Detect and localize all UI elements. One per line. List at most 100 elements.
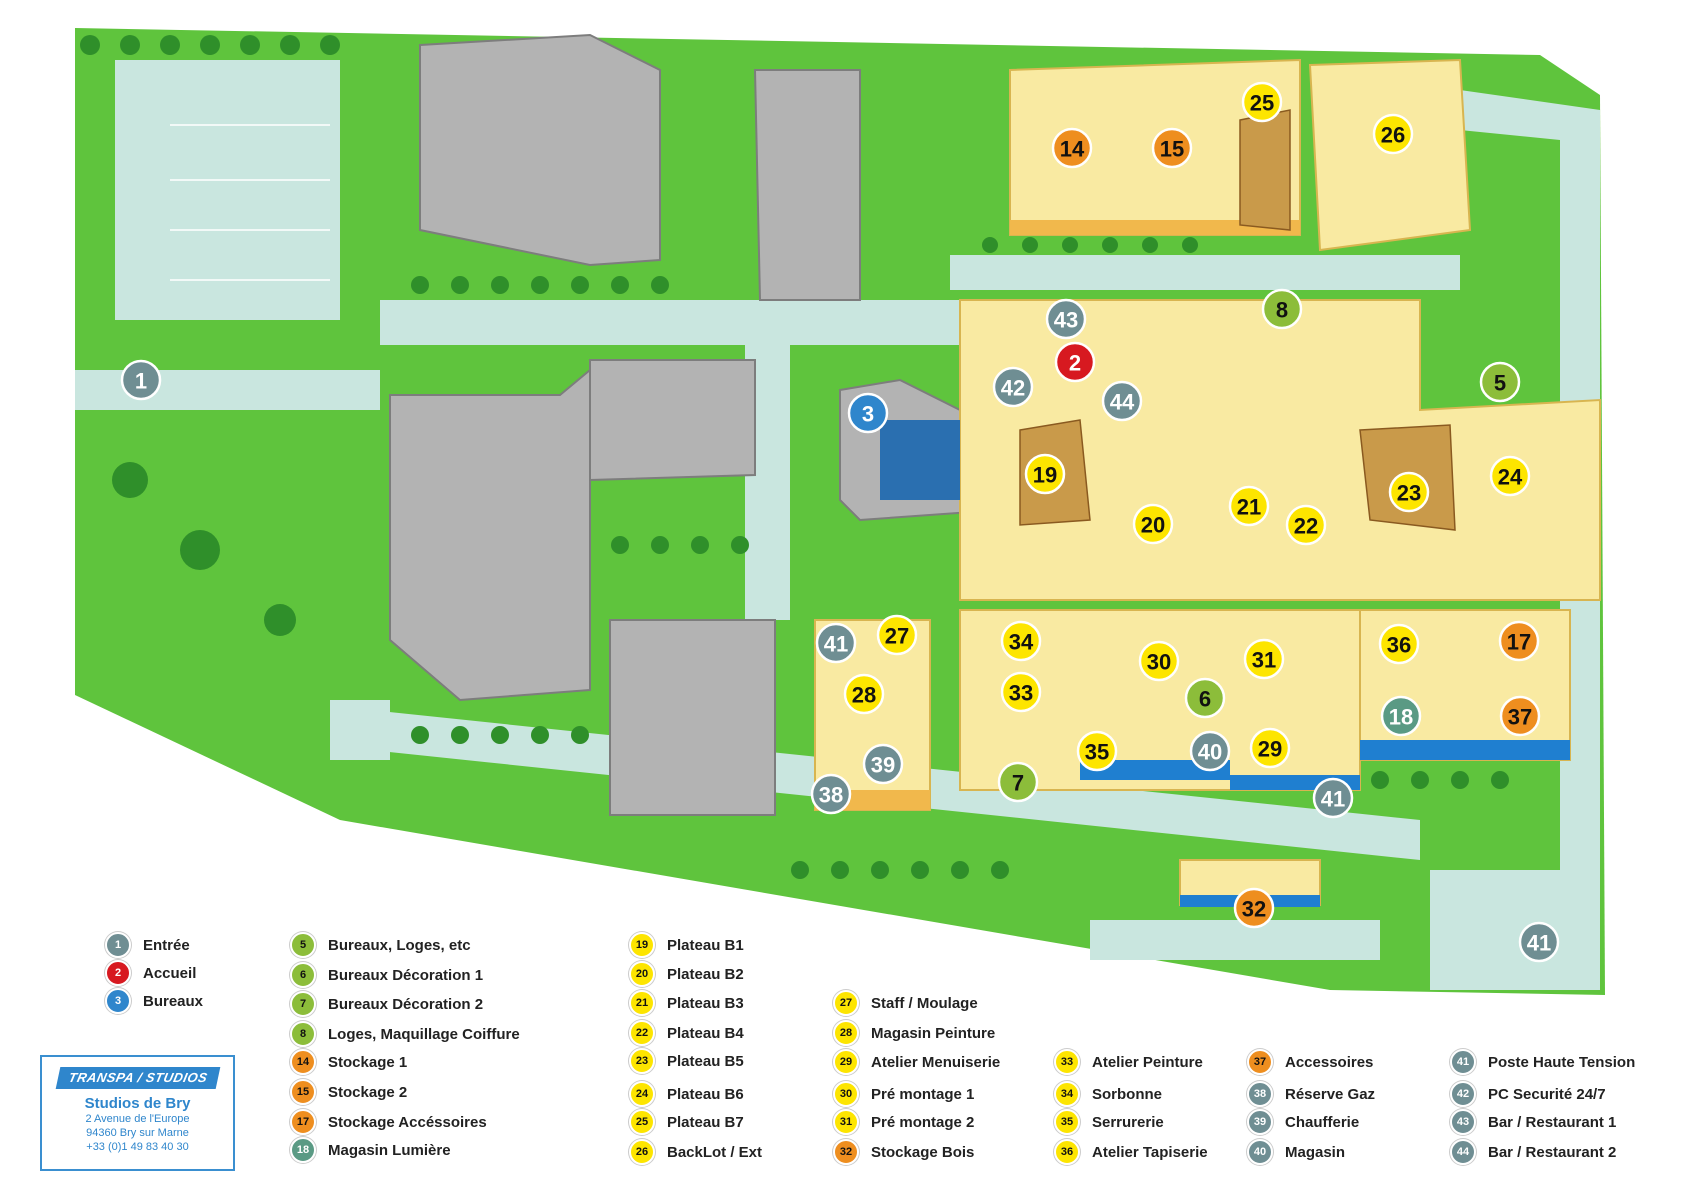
map-marker-19: 19	[1024, 453, 1066, 495]
legend-marker: 33	[1054, 1049, 1080, 1075]
legend-marker: 18	[290, 1137, 316, 1163]
map-marker-22: 22	[1285, 504, 1327, 546]
legend-marker: 32	[833, 1139, 859, 1165]
legend-label: Plateau B6	[667, 1085, 744, 1103]
legend-item-26: 26 BackLot / Ext	[629, 1139, 763, 1165]
map-marker-41: 41	[1518, 921, 1560, 963]
map-marker-23: 23	[1388, 471, 1430, 513]
parking-lot	[170, 124, 330, 281]
legend-label: Plateau B3	[667, 994, 744, 1012]
map-marker-38: 38	[810, 773, 852, 815]
map-marker-2: 2	[1054, 341, 1096, 383]
studio-name: Studios de Bry	[84, 1095, 191, 1112]
map-marker-14: 14	[1051, 127, 1093, 169]
legend-label: Serrurerie	[1092, 1113, 1164, 1131]
legend-label: Sorbonne	[1092, 1085, 1162, 1103]
legend-marker: 30	[833, 1081, 859, 1107]
map-marker-21: 21	[1228, 485, 1270, 527]
legend-label: Staff / Moulage	[871, 994, 978, 1012]
legend-marker: 22	[629, 1020, 655, 1046]
legend-label: Atelier Tapiserie	[1092, 1143, 1208, 1161]
svg-text:23: 23	[1397, 481, 1421, 506]
legend-label: Bureaux Décoration 1	[328, 966, 484, 984]
svg-text:6: 6	[1199, 687, 1211, 712]
map-marker-32: 32	[1233, 887, 1275, 929]
svg-text:29: 29	[1258, 737, 1282, 762]
map-marker-43: 43	[1045, 298, 1087, 340]
svg-text:27: 27	[885, 624, 909, 649]
svg-text:15: 15	[1160, 137, 1184, 162]
legend-label: Pré montage 2	[871, 1113, 975, 1131]
legend-marker: 2	[105, 960, 131, 986]
legend-label: Chaufferie	[1285, 1113, 1360, 1131]
svg-text:25: 25	[1250, 91, 1274, 116]
legend-marker: 5	[290, 932, 316, 958]
legend-label: Bureaux, Loges, etc	[328, 936, 471, 954]
legend-label: Bureaux	[143, 992, 204, 1010]
legend-marker: 28	[833, 1020, 859, 1046]
map-marker-17: 17	[1498, 620, 1540, 662]
legend-label: Loges, Maquillage Coiffure	[328, 1025, 520, 1043]
map-marker-31: 31	[1243, 638, 1285, 680]
legend-label: Plateau B1	[667, 936, 744, 954]
svg-text:34: 34	[1009, 630, 1034, 655]
map-marker-6: 6	[1184, 677, 1226, 719]
svg-text:32: 32	[1242, 897, 1266, 922]
svg-text:33: 33	[1009, 681, 1033, 706]
map-marker-42: 42	[992, 366, 1034, 408]
legend-marker: 15	[290, 1079, 316, 1105]
legend-label: Poste Haute Tension	[1488, 1053, 1636, 1071]
map-marker-7: 7	[997, 761, 1039, 803]
legend-label: BackLot / Ext	[667, 1143, 763, 1161]
map-marker-39: 39	[862, 743, 904, 785]
legend-label: Stockage Bois	[871, 1143, 975, 1161]
svg-text:7: 7	[1012, 771, 1024, 796]
legend-item-30: 30 Pré montage 1	[833, 1081, 975, 1107]
svg-text:40: 40	[1198, 740, 1222, 765]
legend-marker: 43	[1450, 1109, 1476, 1135]
svg-text:39: 39	[871, 753, 895, 778]
map-marker-8: 8	[1261, 288, 1303, 330]
legend-marker: 1	[105, 932, 131, 958]
legend-label: Magasin	[1285, 1143, 1346, 1161]
legend-label: Réserve Gaz	[1285, 1085, 1376, 1103]
svg-text:18: 18	[1389, 705, 1413, 730]
legend-label: Stockage Accéssoires	[328, 1113, 487, 1131]
legend-marker: 25	[629, 1109, 655, 1135]
legend-marker: 41	[1450, 1049, 1476, 1075]
svg-text:35: 35	[1085, 740, 1109, 765]
svg-text:22: 22	[1294, 514, 1318, 539]
svg-text:5: 5	[1494, 371, 1506, 396]
legend-marker: 36	[1054, 1139, 1080, 1165]
legend-marker: 38	[1247, 1081, 1273, 1107]
legend-marker: 19	[629, 932, 655, 958]
map-marker-36: 36	[1378, 623, 1420, 665]
map-marker-29: 29	[1249, 727, 1291, 769]
legend-marker: 27	[833, 990, 859, 1016]
legend-marker: 44	[1450, 1139, 1476, 1165]
legend-label: Accessoires	[1285, 1053, 1374, 1071]
svg-text:20: 20	[1141, 513, 1165, 538]
tree-rows	[80, 35, 1509, 879]
legend-marker: 26	[629, 1139, 655, 1165]
legend-marker: 35	[1054, 1109, 1080, 1135]
map-marker-41: 41	[1312, 777, 1354, 819]
legend-label: Pré montage 1	[871, 1085, 975, 1103]
legend-marker: 23	[629, 1048, 655, 1074]
office-buildings	[389, 33, 1001, 816]
svg-text:24: 24	[1498, 465, 1523, 490]
svg-text:2: 2	[1069, 351, 1081, 376]
